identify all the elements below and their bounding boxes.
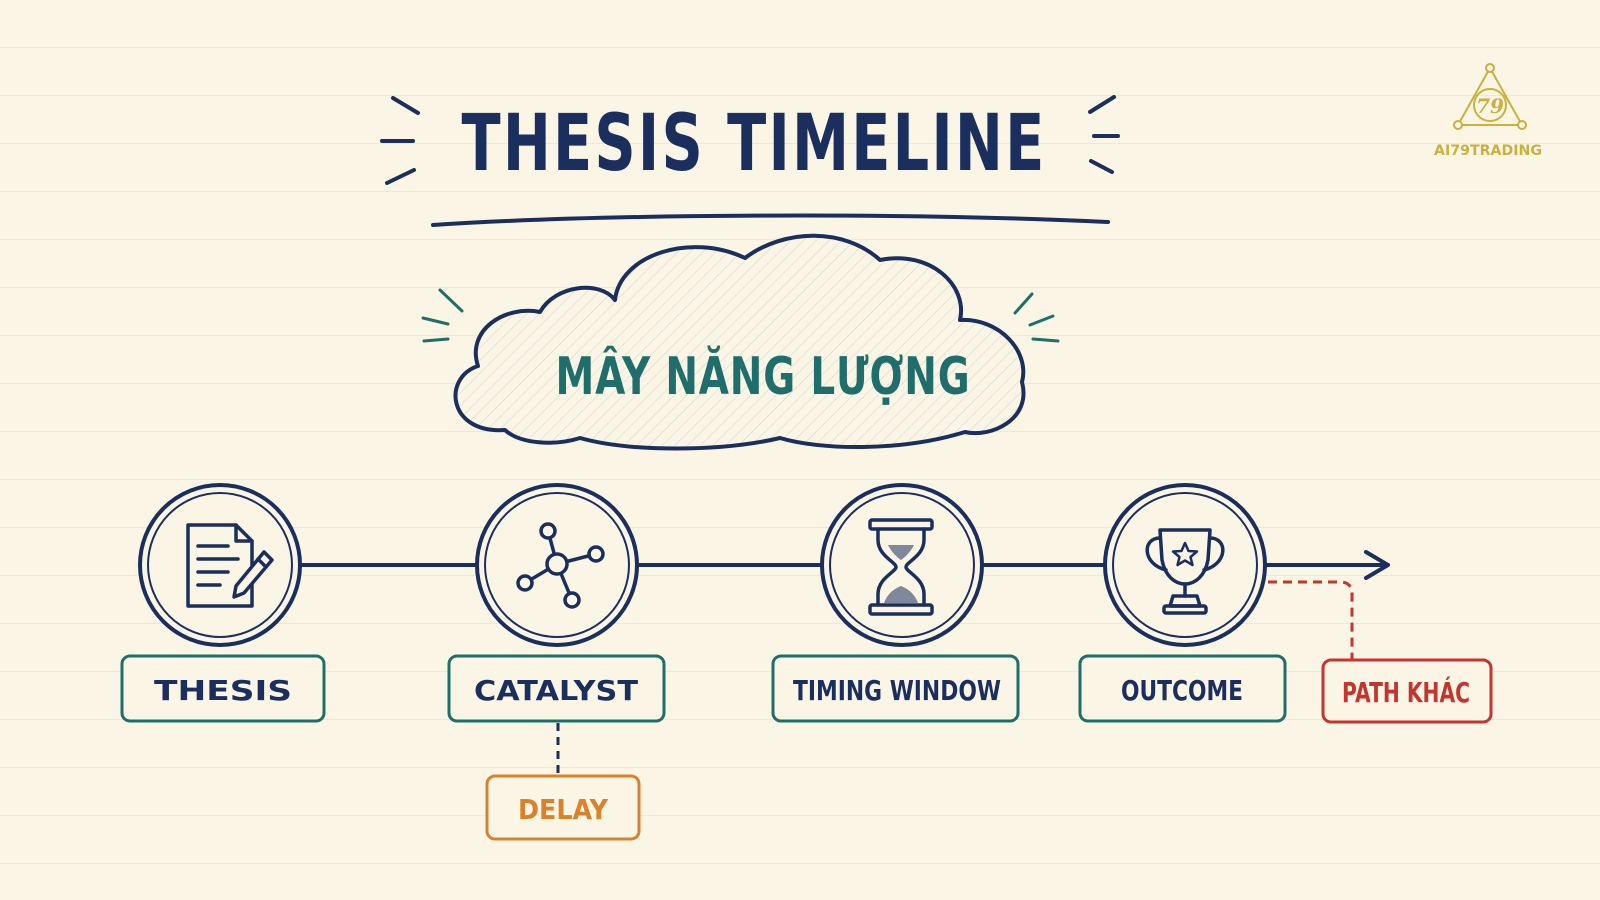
catalyst-label-box — [447, 654, 666, 723]
cloud-shading — [455, 235, 1024, 449]
delay-branch: DELAY — [485, 723, 641, 841]
hourglass-icon — [868, 518, 934, 616]
delay-label: DELAY — [518, 793, 609, 826]
title-group: THESIS TIMELINE — [380, 95, 1120, 227]
catalyst-label: CATALYST — [474, 674, 638, 707]
timeline-arrowhead — [1364, 550, 1390, 580]
thesis-label-box — [120, 654, 326, 723]
timeline-node-catalyst: CATALYST — [447, 483, 666, 723]
alt-path-label: PATH KHÁC — [1342, 675, 1470, 709]
logo-mark-number: 79 — [1476, 94, 1504, 118]
cloud-accent-left — [421, 288, 464, 343]
alt-path-connector — [1268, 580, 1354, 660]
title-accent-right — [1088, 95, 1120, 174]
trophy-star-icon — [1145, 528, 1225, 615]
timeline-node-timing-window: TIMING WINDOW — [771, 483, 1020, 723]
alt-path-label-box — [1321, 658, 1493, 724]
cloud-label: MÂY NĂNG LƯỢNG — [556, 345, 971, 407]
outcome-label-box — [1078, 654, 1287, 723]
title-underline — [431, 213, 1110, 227]
logo-text: AI79TRADING — [1434, 143, 1542, 159]
molecule-network-icon — [516, 522, 605, 609]
outcome-label: OUTCOME — [1121, 674, 1243, 707]
timing-window-label-box — [771, 654, 1020, 723]
timeline-node-outcome: OUTCOME — [1078, 483, 1287, 723]
timeline-node-thesis: THESIS — [120, 483, 326, 723]
alt-path-branch: PATH KHÁC — [1268, 580, 1493, 724]
delay-label-box — [485, 774, 641, 841]
title-accent-left — [380, 96, 420, 185]
thesis-label: THESIS — [154, 674, 292, 707]
logo-mark-icon — [1453, 63, 1527, 130]
cloud-accent-right — [1013, 292, 1060, 343]
brand-logo: 79 AI79TRADING — [1434, 63, 1542, 159]
document-pen-icon — [186, 523, 274, 608]
energy-cloud: MÂY NĂNG LƯỢNG — [421, 233, 1060, 451]
page-title: THESIS TIMELINE — [462, 99, 1047, 189]
timing-window-label: TIMING WINDOW — [793, 674, 1001, 707]
